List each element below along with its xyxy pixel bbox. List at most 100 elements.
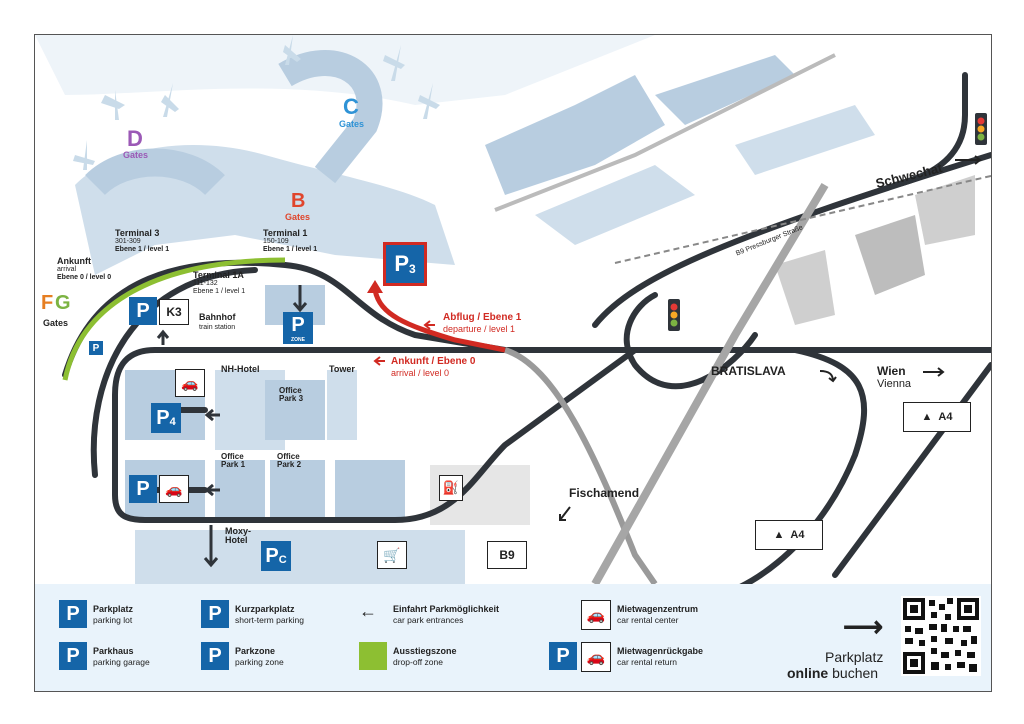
motorway-icon: ▲ (921, 411, 933, 423)
online-booking-bold: online (787, 665, 829, 681)
zone-text: ZONE (291, 336, 305, 343)
online-booking-line1: Parkplatz (825, 649, 884, 665)
terminal-1a-label: Terminal 1A 111-132 Ebene 1 / level 1 (193, 270, 246, 295)
arrival-label: Ankunft arrival Ebene 0 / level 0 (57, 256, 112, 281)
entrance-arrow-k3 (156, 329, 170, 345)
airplane-icon (73, 140, 95, 170)
road-interchange (623, 292, 758, 390)
departure-route-label: Abflug / Ebene 1 (443, 312, 522, 323)
car-rental-center-icon: 🚗 (175, 369, 205, 397)
gate-c-label: Gates (339, 119, 365, 129)
map-frame: D Gates C Gates B Gates F G Gates Termin… (34, 34, 992, 692)
building-south (135, 530, 465, 585)
motorway-icon: ▲ (773, 529, 785, 541)
legend-entrance-title: Einfahrt Parkmöglichkeit (393, 604, 500, 614)
terminal-3-name: Terminal 3 (115, 228, 160, 238)
road-terminal-arc-inner (90, 267, 258, 478)
wien-label: Wien (877, 364, 906, 378)
road-loop-west (112, 347, 638, 523)
online-booking-rest: buchen (832, 665, 879, 681)
online-booking-line2[interactable]: online buchen (787, 666, 878, 681)
road-dash (614, 174, 991, 264)
airplane-icon (383, 45, 405, 81)
traffic-light-icon (975, 113, 987, 145)
legend-parking-lot-icon: P (59, 600, 87, 628)
entrance-arrow-moxy (203, 525, 219, 568)
industrial-block-3 (915, 175, 975, 245)
legend-short-term-icon: P (201, 600, 229, 628)
gate-d-label: Gates (123, 150, 149, 160)
office-park-3-line2: Park 3 (279, 394, 304, 404)
railway (494, 53, 836, 212)
apron-building-2 (655, 55, 795, 125)
terminal-3-gates: 301-309 (115, 238, 141, 246)
building-tower (327, 370, 357, 440)
p4-letter: P (156, 406, 170, 429)
car-rental-return-icon: 🚗 (159, 475, 189, 503)
terminal-1a-level: Ebene 1 / level 1 (193, 287, 246, 295)
building-block-e (335, 460, 405, 520)
arrow-right-icon (923, 367, 945, 377)
terminal-1-name: Terminal 1 (263, 228, 308, 238)
traffic-light-icon (668, 299, 680, 331)
legend-entrance-sub: car park entrances (393, 614, 464, 625)
road-terminal-arc (62, 259, 508, 378)
terminal-1a-name: Terminal 1A (193, 270, 244, 280)
pc-sub: C (278, 554, 287, 566)
road-a4 (832, 362, 991, 578)
building-office-park-2 (270, 460, 325, 520)
airplane-icon (101, 90, 125, 120)
concourse-c (278, 50, 383, 184)
entrance-arrow-rental (204, 483, 220, 497)
office-park-2-line1: Office (277, 452, 300, 461)
arrival-name: Ankunft (57, 256, 91, 266)
departure-route (372, 289, 506, 353)
apron-building-3 (535, 165, 695, 245)
arrow-down-left-icon (559, 506, 571, 521)
pc-letter: P (265, 544, 279, 567)
b9-road-sign: B9 (487, 541, 527, 569)
departure-route-sub: departure / level 1 (443, 324, 516, 334)
legend-parking-zone-title: Parkzone (235, 646, 276, 656)
gate-f-letter: F (41, 292, 54, 314)
arrival-arrow (373, 356, 385, 366)
road-north-spur (892, 72, 968, 188)
k3-parking-icon[interactable]: P (129, 297, 157, 325)
bahnhof-label: Bahnhof (199, 312, 236, 322)
arrival-route-sub: arrival / level 0 (391, 368, 450, 378)
p3-letter: P (394, 251, 409, 276)
building-office-park-1 (215, 460, 265, 520)
legend-dropoff-swatch (359, 642, 387, 670)
a4-label-south: A4 (790, 529, 805, 541)
train-station-label: train station (199, 324, 236, 331)
airplane-icon (161, 83, 179, 117)
terminal-1a-gates: 111-132 (193, 280, 218, 288)
gate-c-letter: C (343, 94, 359, 119)
office-park-3-label: Office Park 3 (279, 386, 304, 404)
legend-parking-garage-sub: parking garage (93, 656, 150, 667)
p-small-sign: P (89, 341, 103, 355)
legend-dropoff-title: Ausstiegszone (393, 646, 457, 656)
a4-label-north: A4 (938, 411, 953, 423)
qr-code-icon[interactable] (901, 596, 981, 676)
office-park-1-label: Office Park 1 (221, 452, 245, 470)
legend-short-term-title: Kurzparkplatz (235, 604, 295, 614)
legend-parking-zone-sub: parking zone (235, 656, 284, 667)
gas-station-icon: ⛽ (439, 475, 463, 501)
arrival-level: Ebene 0 / level 0 (57, 273, 112, 281)
tower-label: Tower (329, 364, 355, 374)
industrial-block-1 (775, 250, 835, 325)
legend-rental-center-sub: car rental center (617, 614, 679, 625)
industrial-block-2 (855, 215, 925, 295)
rental-return-parking-icon[interactable]: P (129, 475, 157, 503)
